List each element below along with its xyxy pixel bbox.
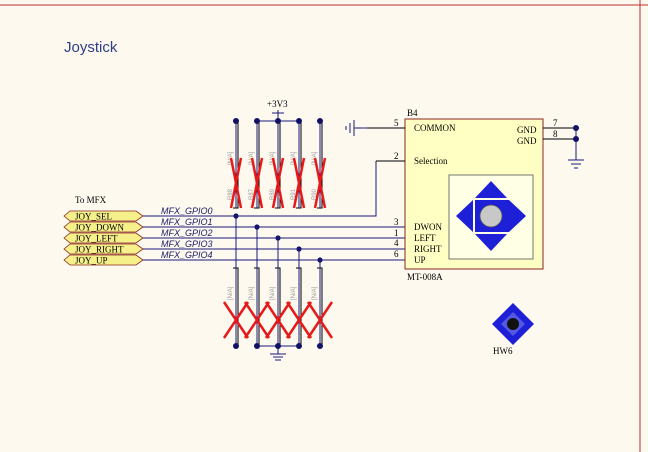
junction-gnd [317,343,323,349]
port-label: JOY_SEL [75,212,112,222]
junction-vcc [233,118,239,124]
pin-num-3: 3 [394,217,399,227]
resistor-lower-value: [N/A] [270,286,276,300]
resistor-lower-value: [N/A] [291,286,297,300]
resistor-upper-ref: R91 [291,188,297,200]
resistor-lower-value: [N/A] [249,286,255,300]
port-joy-left: JOY_LEFT [63,232,144,244]
component-part: MT-008A [407,272,443,282]
not-fitted-mark-lower [243,301,271,339]
pin-name-gnd-7: GND [517,125,537,135]
net-label: MFX_GPIO3 [161,239,213,249]
junction-gnd-top [573,125,579,131]
pin-num-8: 8 [553,129,558,139]
not-fitted-mark-lower [285,301,313,339]
net-mfx-gpio0: MFX_GPIO0 [143,161,377,217]
net-label: MFX_GPIO2 [161,228,213,238]
junction-vcc [275,118,281,124]
net-mfx-gpio1: MFX_GPIO1 [143,217,405,228]
pin-num-1: 1 [394,228,399,238]
not-fitted-mark-lower [222,301,250,339]
resistor-pair: [N/A]R87[N/A] [243,118,271,349]
resistor-upper-ref: R88 [228,188,234,200]
not-fitted-mark-upper [250,157,264,209]
resistor-pair: [N/A]R89[N/A] [264,118,292,349]
net-mfx-gpio2: MFX_GPIO2 [143,228,405,239]
junction-vcc [317,118,323,124]
port-joy-down: JOY_DOWN [63,221,144,233]
not-fitted-mark-upper [313,157,327,209]
net-label: MFX_GPIO1 [161,217,213,227]
net-label: MFX_GPIO4 [161,250,213,260]
net-mfx-gpio3: MFX_GPIO3 [143,239,405,250]
pin-name-common: COMMON [414,123,456,133]
port-joy-sel: JOY_SEL [63,210,144,222]
joystick-up-arrow [475,181,507,198]
joystick-left-arrow [456,200,473,232]
resistor-pair: [N/A]R91[N/A] [285,118,313,349]
junction-gnd [254,343,260,349]
pin-name-gnd-8: GND [517,136,537,146]
hw6-ref: HW6 [493,346,513,356]
pin-num-2: 2 [394,151,399,161]
port-label: JOY_UP [75,256,108,266]
resistor-pair: [N/A]R90[N/A] [306,118,334,349]
junction-vcc [254,118,260,124]
power-label: +3V3 [267,99,288,109]
not-fitted-mark-lower [306,301,334,339]
signal-wires: MFX_GPIO0MFX_GPIO1MFX_GPIO2MFX_GPIO3MFX_… [143,161,405,261]
sheet-title: Joystick [64,39,118,56]
resistor-upper-ref: R89 [270,188,276,200]
net-mfx-gpio4: MFX_GPIO4 [143,250,405,261]
port-label: JOY_LEFT [75,234,118,244]
resistor-upper-ref: R87 [249,188,255,200]
pin-name-left: LEFT [414,233,436,243]
pin-num-6: 6 [394,249,399,259]
hw6-component: HW6 [492,303,534,356]
pin-name-dwon: DWON [414,222,442,232]
resistor-lower-value: [N/A] [228,286,234,300]
port-label: JOY_DOWN [75,223,124,233]
pin-num-7: 7 [553,118,558,128]
port-joy-right: JOY_RIGHT [63,243,144,255]
ground-symbol-right [568,159,584,169]
pin-num-4: 4 [394,238,399,248]
not-fitted-mark-upper [292,157,306,209]
joystick-component: B4 MT-008A 5 COMMON 2 Selection 3 DWON 1… [367,108,584,282]
net-label: MFX_GPIO0 [161,206,213,216]
ground-symbol-left [345,120,367,136]
port-label: JOY_RIGHT [75,245,124,255]
resistor-pair: [N/A]R88[N/A] [222,118,250,349]
junction-gnd [296,343,302,349]
resistor-upper-ref: R90 [312,188,318,200]
junction-gnd [233,343,239,349]
joystick-right-arrow [509,200,526,232]
port-joy-up: JOY_UP [63,254,144,266]
not-fitted-mark-upper [271,157,285,209]
joystick-down-arrow [475,234,507,251]
hw6-knob [507,318,519,330]
pin-name-right: RIGHT [414,244,442,254]
pin-num-5: 5 [394,118,399,128]
pin-name-up: UP [414,255,426,265]
joystick-knob [479,204,503,228]
junction-gnd [573,136,579,142]
pull-resistor-array: [N/A]R88[N/A][N/A]R87[N/A][N/A]R89[N/A][… [222,118,334,349]
component-ref: B4 [407,108,418,118]
pin-name-selection: Selection [414,156,448,166]
connector-label: To MFX [75,195,107,205]
not-fitted-mark-upper [229,157,243,209]
resistor-lower-value: [N/A] [312,286,318,300]
power-symbol: +3V3 [267,99,288,121]
junction-gnd [275,343,281,349]
not-fitted-mark-lower [264,301,292,339]
junction-vcc [296,118,302,124]
